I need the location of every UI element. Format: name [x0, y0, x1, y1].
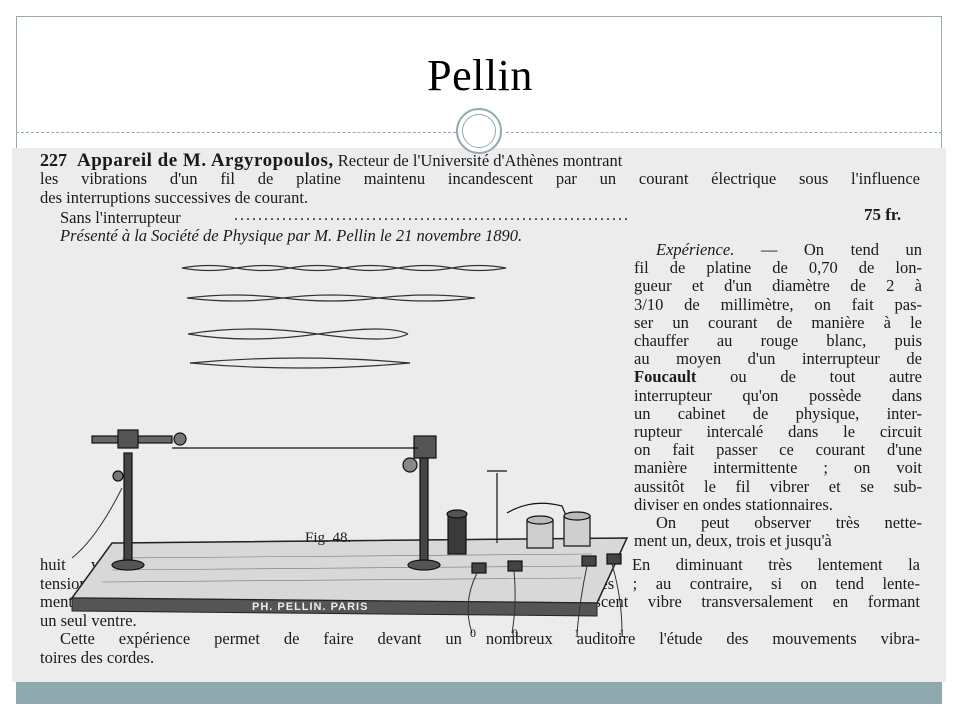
lead-wires	[71, 487, 623, 634]
bottom-line: Cette expérience permet de faire devant …	[60, 629, 920, 649]
interrupter-group	[446, 470, 622, 574]
experience-line: 3/10 de millimètre, on fait pas-	[634, 294, 922, 314]
svg-text:0: 0	[470, 626, 476, 638]
experience-line: gueur et d'un diamètre de 2 à	[634, 276, 922, 296]
entry-intro-line-3: des interruptions successives de courant…	[40, 188, 309, 207]
apparatus-illustration: PH. PELLIN. PARIS	[70, 264, 629, 638]
title-divider-left	[16, 132, 456, 133]
wave-pattern-group	[181, 264, 507, 369]
experience-line: un cabinet de physique, inter-	[634, 403, 922, 423]
experience-line: aussitôt le fil vibrer et se sub-	[634, 476, 922, 496]
bottom-line: toires des cordes.	[40, 648, 155, 667]
experience-line: Expérience. — On tend un	[656, 240, 922, 259]
terminal-labels: 0 0 1 1	[470, 626, 625, 638]
svg-text:1: 1	[574, 626, 580, 638]
experience-line: au moyen d'un interrupteur de	[634, 349, 922, 369]
experience-line: chauffer au rouge blanc, puis	[634, 331, 922, 350]
base-label: PH. PELLIN. PARIS	[252, 601, 368, 613]
experience-line: On peut observer très nette-	[656, 513, 922, 532]
experience-line: ser un courant de manière à le	[634, 312, 922, 332]
left-post	[91, 429, 187, 571]
entry-heading: Appareil de M. Argyropoulos,	[77, 150, 334, 171]
experience-line: diviser en ondes stationnaires.	[634, 494, 833, 514]
svg-text:0: 0	[512, 626, 518, 638]
base-board: PH. PELLIN. PARIS	[70, 537, 629, 617]
experience-line: manière intermittente ; on voit	[634, 458, 922, 478]
svg-text:1: 1	[619, 626, 625, 638]
title-divider-right	[506, 132, 942, 133]
experience-line: Foucault ou de tout autre	[634, 367, 922, 387]
catalog-heading-line: 227 Appareil de M. Argyropoulos, Recteur …	[40, 151, 622, 170]
price: 75 fr.	[864, 205, 902, 224]
leader-dots: ........................................…	[234, 207, 630, 224]
right-post	[402, 435, 441, 571]
divider-ring-ornament	[456, 108, 502, 154]
presented-line: Présenté à la Société de Physique par M.…	[60, 226, 523, 245]
entry-intro-line-1: Recteur de l'Université d'Athènes montra…	[337, 151, 623, 170]
footer-bar	[16, 682, 942, 704]
entry-number: 227	[40, 150, 67, 170]
entry-intro-line-2: les vibrations d'un fil de platine maint…	[40, 169, 920, 188]
experience-line: on fait passer ce courant d'une	[634, 440, 922, 460]
experience-line: fil de platine de 0,70 de lon-	[634, 258, 922, 278]
experience-line: interrupteur qu'on possède dans	[634, 385, 922, 405]
bottom-line: un seul ventre.	[40, 610, 137, 630]
figure-caption: Fig. 48.	[305, 530, 352, 546]
experience-line: ment un, deux, trois et jusqu'à	[634, 531, 832, 551]
slide-title: Pellin	[427, 51, 533, 100]
variant-label: Sans l'interrupteur	[60, 208, 181, 227]
experience-line: rupteur intercalé dans le circuit	[634, 422, 922, 441]
catalog-page-scan: 227 Appareil de M. Argyropoulos, Recteur …	[12, 148, 946, 682]
